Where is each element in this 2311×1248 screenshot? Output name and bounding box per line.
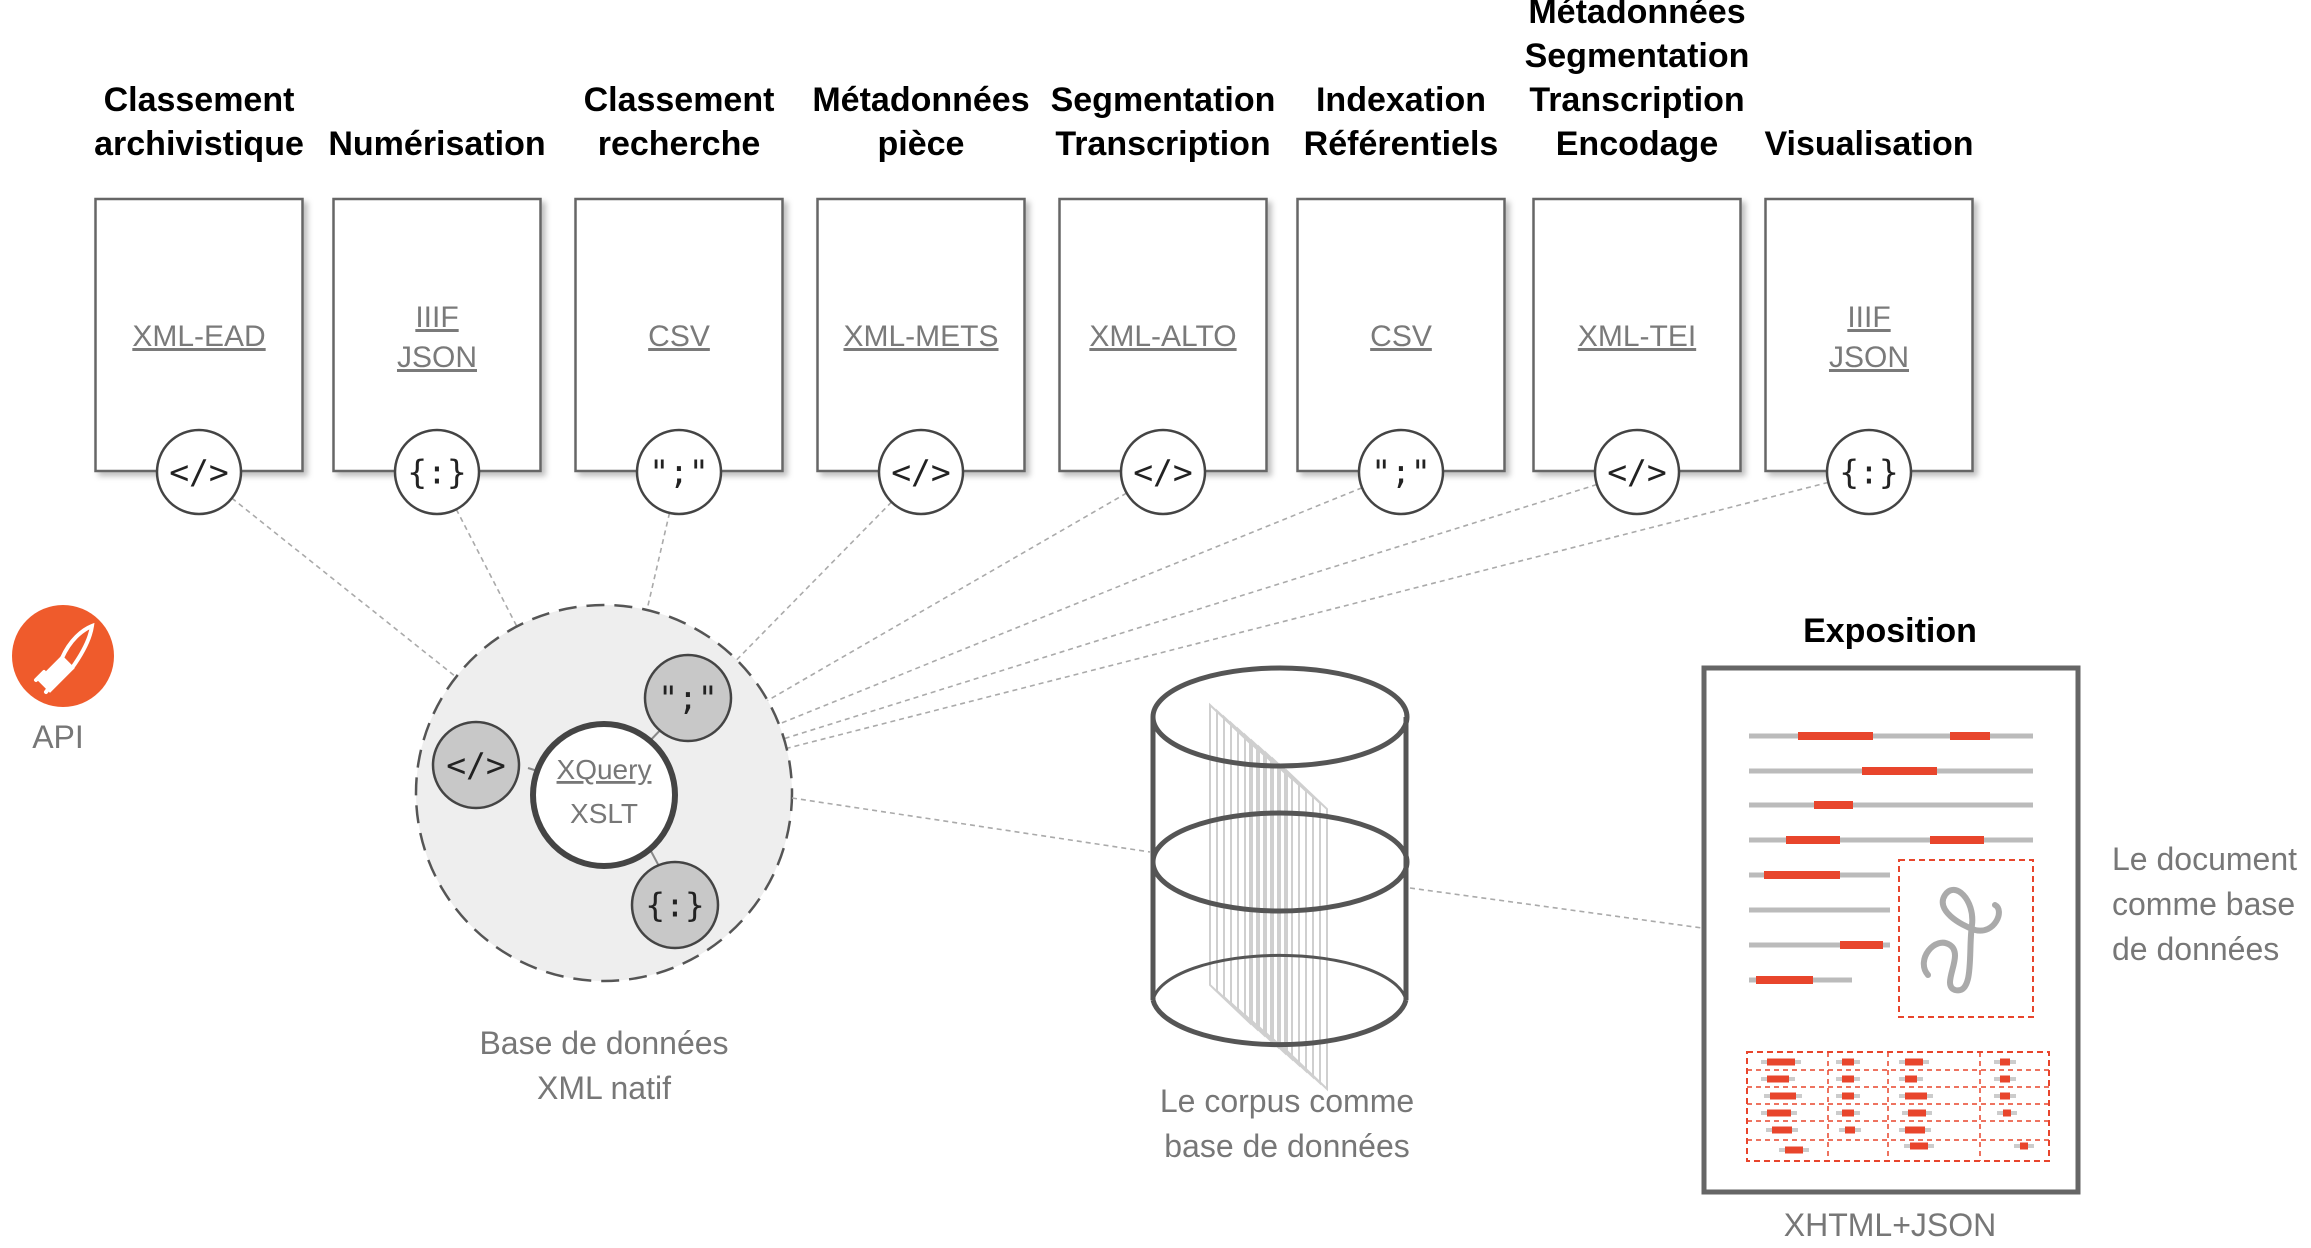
json-braces-icon: {:} (1839, 453, 1899, 492)
xml-tag-icon: </> (1607, 453, 1667, 492)
format-label[interactable]: JSON (397, 341, 477, 374)
table-zone (1746, 1051, 2050, 1162)
xml-tag-icon: </> (169, 453, 229, 492)
format-document[interactable] (1058, 197, 1268, 473)
exposition-side-caption-line-1: Le document (2112, 841, 2297, 877)
satellite-xml[interactable]: </> (431, 720, 521, 810)
exposition-block: Exposition XHTML+JSON Le document comme … (1701, 612, 2297, 1243)
xml-database: </> ";" {:} XQuery XSLT Base de données … (414, 603, 794, 1106)
stage-title-line: Segmentation (1525, 37, 1750, 75)
format-label[interactable]: CSV (648, 320, 710, 353)
format-icon-badge[interactable] (1357, 428, 1445, 516)
stage-title-line: Visualisation (1764, 125, 1973, 163)
format-document[interactable] (1296, 197, 1506, 473)
format-label[interactable]: IIIF (415, 301, 458, 334)
format-icon-badge[interactable] (877, 428, 965, 516)
corpus-caption-line-2: base de données (1164, 1128, 1410, 1164)
stage-title-line: Transcription (1529, 81, 1744, 119)
format-label[interactable]: JSON (1829, 341, 1909, 374)
format-icon-badge[interactable] (1119, 428, 1207, 516)
format-icon-badge[interactable] (155, 428, 243, 516)
database-caption-line-2: XML natif (537, 1070, 671, 1106)
stage-title-line: Transcription (1055, 125, 1270, 163)
stage-to-database-link (657, 481, 1829, 783)
database-caption-line-1: Base de données (479, 1025, 728, 1061)
format-document[interactable] (816, 197, 1026, 473)
format-icon-badge[interactable] (1593, 428, 1681, 516)
api-block[interactable]: API (12, 605, 114, 755)
stage-title-line: Métadonnées (812, 81, 1029, 119)
stage-title-line: pièce (878, 125, 965, 163)
exposition-side-caption-line-3: de données (2112, 931, 2279, 967)
exposition-format: XHTML+JSON (1784, 1207, 1996, 1243)
query-engine[interactable]: XQuery XSLT (530, 721, 678, 869)
satellite-json[interactable]: {:} (630, 860, 720, 950)
table-border (1746, 1051, 2050, 1162)
exposition-side-caption-line-2: comme base (2112, 886, 2295, 922)
json-braces-icon: {:} (407, 453, 467, 492)
xml-icon: </> (446, 746, 506, 785)
image-zone (1898, 859, 2034, 1018)
stage-title-line: Encodage (1556, 125, 1718, 163)
satellite-csv[interactable]: ";" (643, 653, 733, 743)
format-document[interactable] (1532, 197, 1742, 473)
format-label[interactable]: XML-METS (843, 320, 998, 353)
format-icon-badge[interactable] (635, 428, 723, 516)
document-stack-icon (1209, 702, 1328, 1092)
format-document[interactable] (94, 197, 304, 473)
stage-title-line: Métadonnées (1528, 0, 1745, 31)
stage-title-line: Segmentation (1051, 81, 1276, 119)
stage-to-database-link (651, 492, 1128, 769)
stage-to-database-link (231, 497, 562, 762)
csv-quote-icon: ";" (1371, 453, 1431, 492)
xquery-label[interactable]: XQuery (557, 754, 652, 785)
format-label[interactable]: XML-TEI (1578, 320, 1696, 353)
database-to-corpus-link (791, 797, 1151, 853)
format-label[interactable]: CSV (1370, 320, 1432, 353)
xslt-label: XSLT (570, 798, 638, 829)
corpus-cylinder: Le corpus comme base de données (1150, 665, 1414, 1164)
corpus-sheet (1286, 768, 1328, 1092)
api-label: API (32, 719, 84, 755)
corpus-to-exposition-link (1409, 887, 1703, 929)
format-icon-badge[interactable] (1825, 428, 1913, 516)
stage-title-line: Classement (584, 81, 775, 119)
format-label[interactable]: XML-EAD (132, 320, 265, 353)
stage-title-line: recherche (598, 125, 761, 163)
stage-title-line: archivistique (94, 125, 304, 163)
pipeline-stage: MétadonnéesSegmentationTranscriptionEnco… (1525, 0, 1750, 516)
format-icon-badge[interactable] (393, 428, 481, 516)
stage-to-database-link (654, 487, 1363, 776)
stage-title-line: Numérisation (328, 125, 545, 163)
format-label[interactable]: IIIF (1847, 301, 1890, 334)
xml-tag-icon: </> (891, 453, 951, 492)
csv-quote-icon: ";" (649, 453, 709, 492)
text-lines-with-highlights (1749, 732, 2033, 984)
json-icon: {:} (645, 886, 705, 925)
format-document[interactable] (574, 197, 784, 473)
corpus-caption-line-1: Le corpus comme (1160, 1083, 1414, 1119)
xml-tag-icon: </> (1133, 453, 1193, 492)
format-document[interactable] (1764, 197, 1974, 473)
exposition-page (1701, 665, 2081, 1195)
stage-title-line: Classement (104, 81, 295, 119)
format-document[interactable] (332, 197, 542, 473)
format-label[interactable]: XML-ALTO (1089, 320, 1236, 353)
csv-icon: ";" (658, 679, 718, 718)
signature-icon (1920, 886, 2002, 994)
rocket-icon (34, 622, 95, 694)
stage-to-database-link (656, 483, 1598, 780)
exposition-title: Exposition (1803, 612, 1977, 650)
stage-title-line: Référentiels (1304, 125, 1499, 163)
stage-title-line: Indexation (1316, 81, 1486, 119)
